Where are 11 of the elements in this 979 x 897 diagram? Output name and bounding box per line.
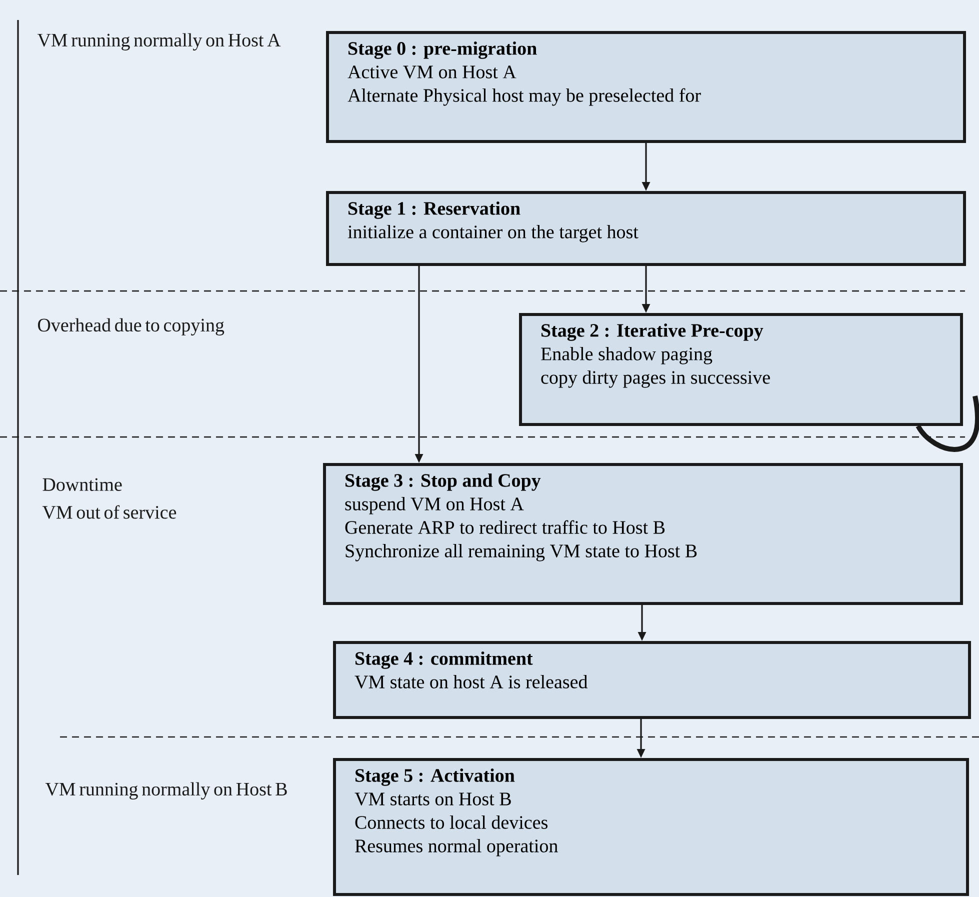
stage-label: Overhead due to copying: [38, 318, 224, 336]
stage-box: Stage 2 : Iterative Pre-copy Enable shadow paging copy dirty pages in successive: [519, 313, 964, 426]
stage-label: VM running normally on Host B: [45, 782, 287, 800]
stage-box: Stage 4 : commitment VM state on host A is released: [333, 641, 972, 719]
stage-box: Stage 3 : Stop and Copy suspend VM on Host A Generate ARP to redirect traffic to Host B Synchronize all remaining VM state to Host B: [323, 463, 964, 605]
stage-box: Stage 0 : pre-migration Active VM on Host A Alternate Physical host may be preselected for: [326, 31, 966, 143]
stage-label: Downtime: [42, 478, 122, 491]
stage-label: VM running normally on Host A: [37, 33, 281, 50]
stage-box: Stage 5 : Activation VM starts on Host B Connects to local devices Resumes normal operation: [333, 758, 970, 896]
stage-label: VM out of service: [42, 505, 176, 519]
stage-box: Stage 1 : Reservation initialize a container on the target host: [326, 191, 966, 266]
